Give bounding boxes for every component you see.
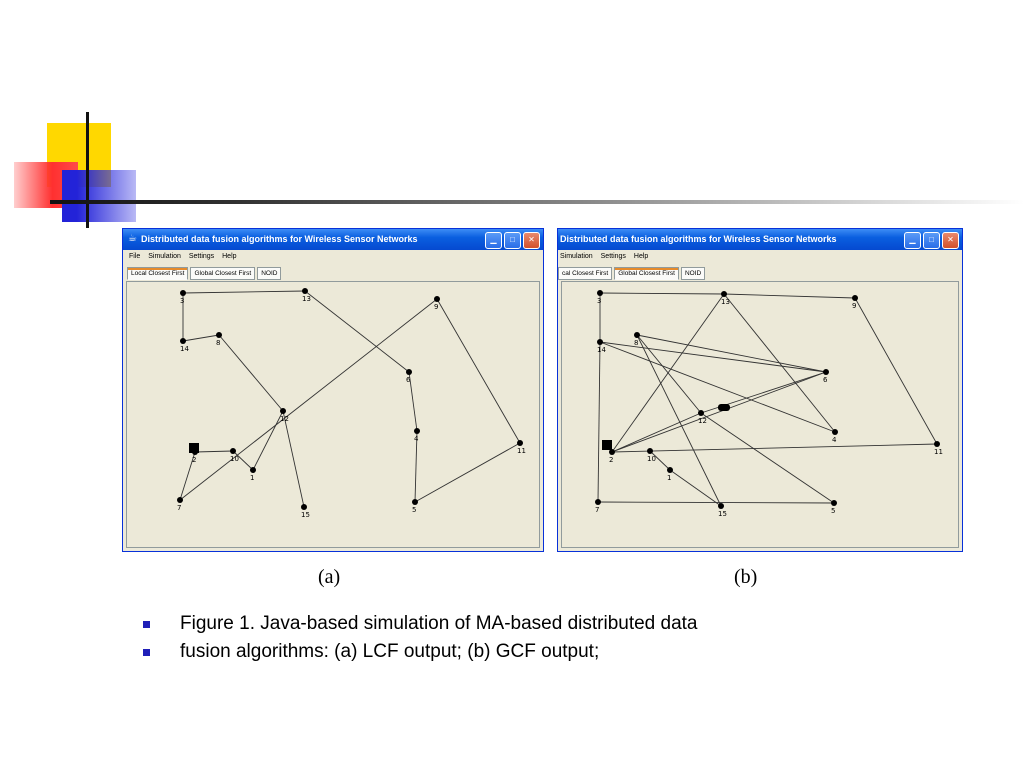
tab-bar: Local Closest First Global Closest First… [127,267,282,280]
tab-global-closest-first[interactable]: Global Closest First [614,267,679,280]
menu-simulation[interactable]: Simulation [148,253,181,260]
menu-simulation[interactable]: Simulation [560,253,593,260]
tab-noid[interactable]: NOID [257,267,282,280]
bullet-text: fusion algorithms: (a) LCF output; (b) G… [180,641,600,662]
bullet-item: fusion algorithms: (a) LCF output; (b) G… [143,638,698,666]
maximize-button[interactable]: □ [923,232,940,249]
window-title: Distributed data fusion algorithms for W… [560,234,837,244]
title-rule [50,200,1024,204]
network-canvas[interactable] [561,281,959,548]
logo-blue-square [62,170,136,222]
tab-noid[interactable]: NOID [680,267,706,280]
bullet-list: Figure 1. Java-based simulation of MA-ba… [143,610,698,666]
close-button[interactable]: ✕ [523,232,540,249]
menu-settings[interactable]: Settings [600,253,626,260]
caption-b: (b) [734,566,758,588]
menu-settings[interactable]: Settings [188,253,215,260]
window-titlebar[interactable]: ☕ Distributed data fusion algorithms for… [123,229,543,250]
tab-local-closest-first[interactable]: Local Closest First [127,267,189,280]
bullet-item: Figure 1. Java-based simulation of MA-ba… [143,610,698,638]
close-button[interactable]: ✕ [942,232,959,249]
logo-vertical-line [86,112,89,228]
menu-bar: Simulation Settings Help [558,250,962,264]
bullet-square-icon [143,649,150,656]
menu-file[interactable]: File [129,253,141,260]
bullet-square-icon [143,621,150,628]
window-title: Distributed data fusion algorithms for W… [141,234,418,244]
tab-local-closest-first[interactable]: cal Closest First [558,267,613,280]
corner-logo [0,0,160,240]
simulation-window-b: Distributed data fusion algorithms for W… [557,228,963,552]
caption-a: (a) [318,566,341,588]
window-titlebar[interactable]: Distributed data fusion algorithms for W… [558,229,962,250]
simulation-window-a: ☕ Distributed data fusion algorithms for… [122,228,544,552]
bullet-text: Figure 1. Java-based simulation of MA-ba… [180,613,698,634]
java-app-icon: ☕ [128,233,137,244]
menu-help[interactable]: Help [633,253,649,260]
tab-global-closest-first[interactable]: Global Closest First [190,267,256,280]
minimize-button[interactable]: ▁ [485,232,502,249]
tab-bar: cal Closest First Global Closest First N… [558,267,706,280]
minimize-button[interactable]: ▁ [904,232,921,249]
menu-help[interactable]: Help [222,253,237,260]
network-canvas[interactable] [126,281,540,548]
maximize-button[interactable]: □ [504,232,521,249]
menu-bar: File Simulation Settings Help [123,250,543,264]
